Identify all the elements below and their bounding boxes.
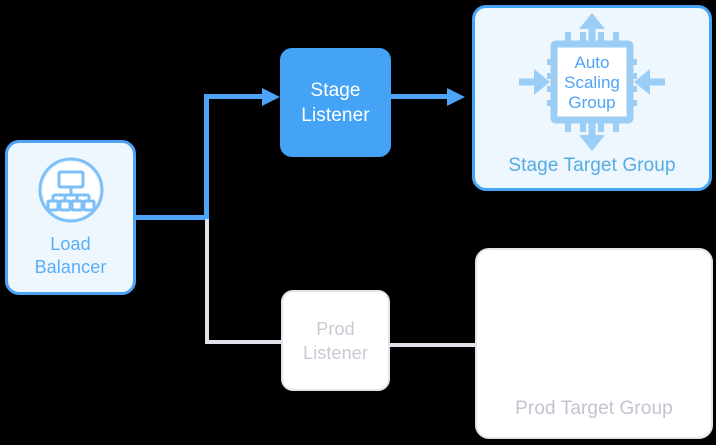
connector-stage-listener-to-stage-target-group [391,94,451,99]
connector-junction-vertical-down [205,219,209,344]
stage-listener-label-line1: Stage [310,79,361,101]
node-stage-listener[interactable]: Stage Listener [280,48,391,157]
stage-target-group-label: Stage Target Group [508,155,676,176]
connector-load-balancer-to-junction [133,215,209,220]
prod-listener-label-line2: Listener [303,342,368,363]
load-balancer-label-line2: Balancer [34,257,107,277]
connector-junction-to-stage-listener [204,94,266,99]
prod-target-group-label: Prod Target Group [515,398,673,419]
connector-junction-to-prod-listener [205,340,283,344]
prod-listener-label-line1: Prod [316,318,355,339]
connector-prod-listener-to-prod-target-group [389,343,477,347]
hierarchy-network-icon [37,156,105,224]
arrowhead-to-stage-listener [262,88,280,106]
load-balancer-label-line1: Load [50,234,91,254]
auto-scaling-chip-icon: Auto Scaling Group [517,12,667,152]
stage-listener-label: Stage Listener [301,78,369,128]
node-prod-target-group[interactable]: Prod Target Group [475,248,713,439]
svg-text:Group: Group [568,93,615,112]
connector-junction-vertical-up [204,94,209,220]
node-prod-listener[interactable]: Prod Listener [281,290,390,391]
arrowhead-to-stage-target-group [447,88,465,106]
node-stage-target-group[interactable]: Auto Scaling Group Stage Target Group [472,5,712,191]
node-load-balancer[interactable]: Load Balancer [5,140,136,295]
load-balancer-label: Load Balancer [35,233,107,279]
svg-text:Scaling: Scaling [564,73,620,92]
stage-listener-label-line2: Listener [301,104,370,126]
svg-text:Auto: Auto [575,53,610,72]
prod-listener-label: Prod Listener [303,317,368,365]
